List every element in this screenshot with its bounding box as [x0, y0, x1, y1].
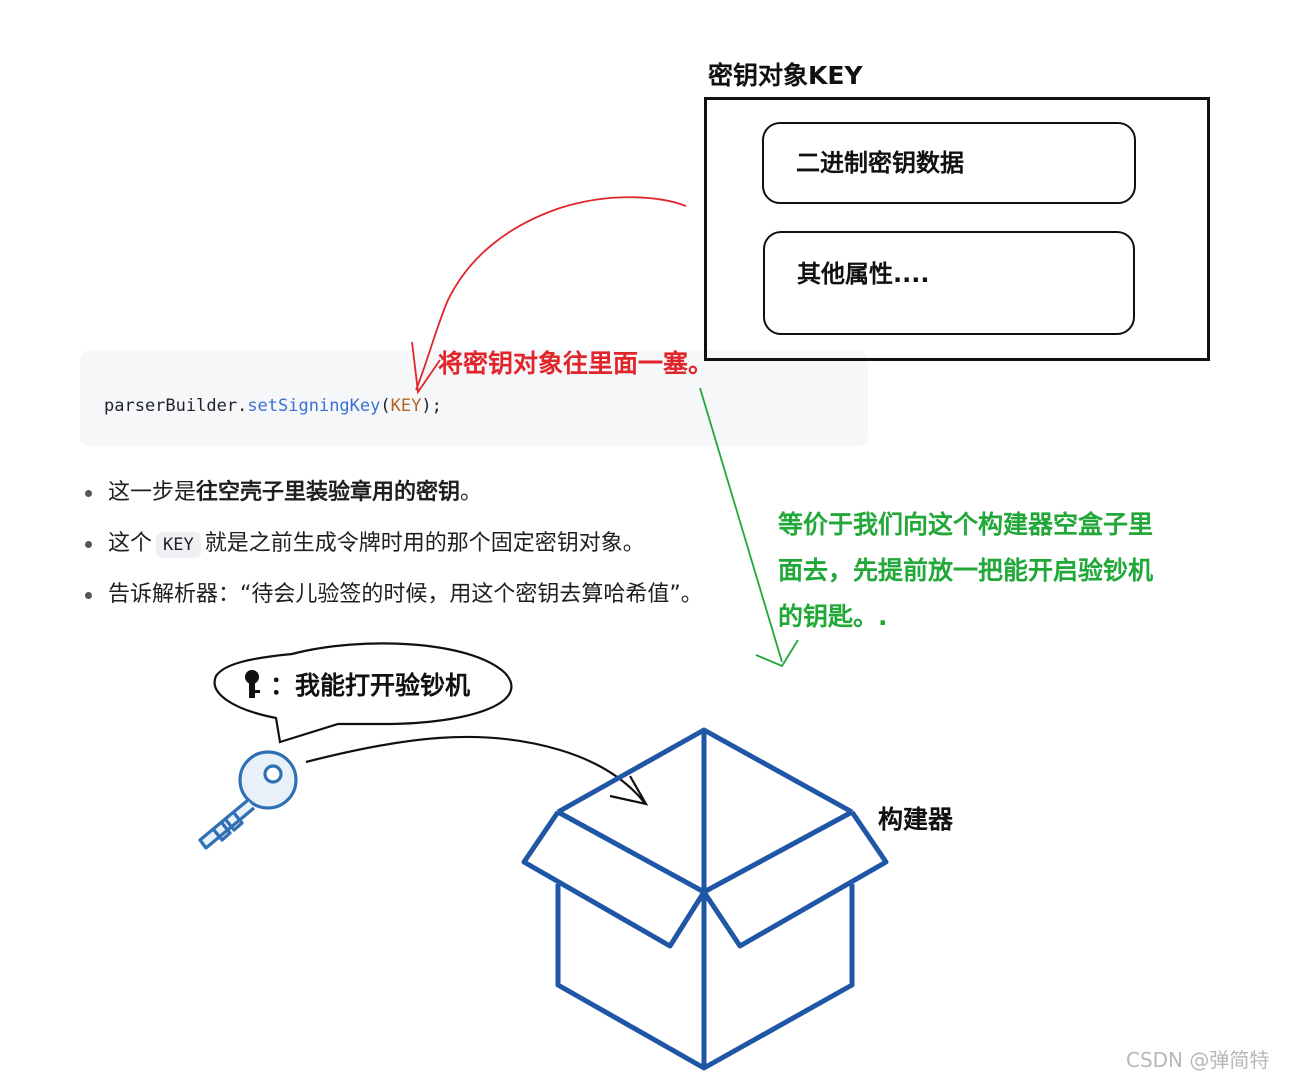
red-arrow-head [412, 342, 440, 392]
bubble-text: ：我能打开验钞机 [270, 666, 470, 702]
watermark: CSDN @弹简特 [1126, 1044, 1269, 1073]
green-annotation-line: 等价于我们向这个构建器空盒子里 [778, 502, 1198, 548]
red-annotation: 将密钥对象往里面一塞。 [438, 344, 713, 380]
green-annotation-line: 的钥匙。. [778, 594, 1198, 640]
key-illustration [200, 752, 296, 848]
green-annotation-line: 面去，先提前放一把能开启验钞机 [778, 548, 1198, 594]
builder-label: 构建器 [878, 800, 953, 836]
green-arrow [700, 388, 782, 662]
green-annotation: 等价于我们向这个构建器空盒子里 面去，先提前放一把能开启验钞机 的钥匙。. [778, 502, 1198, 640]
builder-box-illustration [524, 730, 886, 1068]
